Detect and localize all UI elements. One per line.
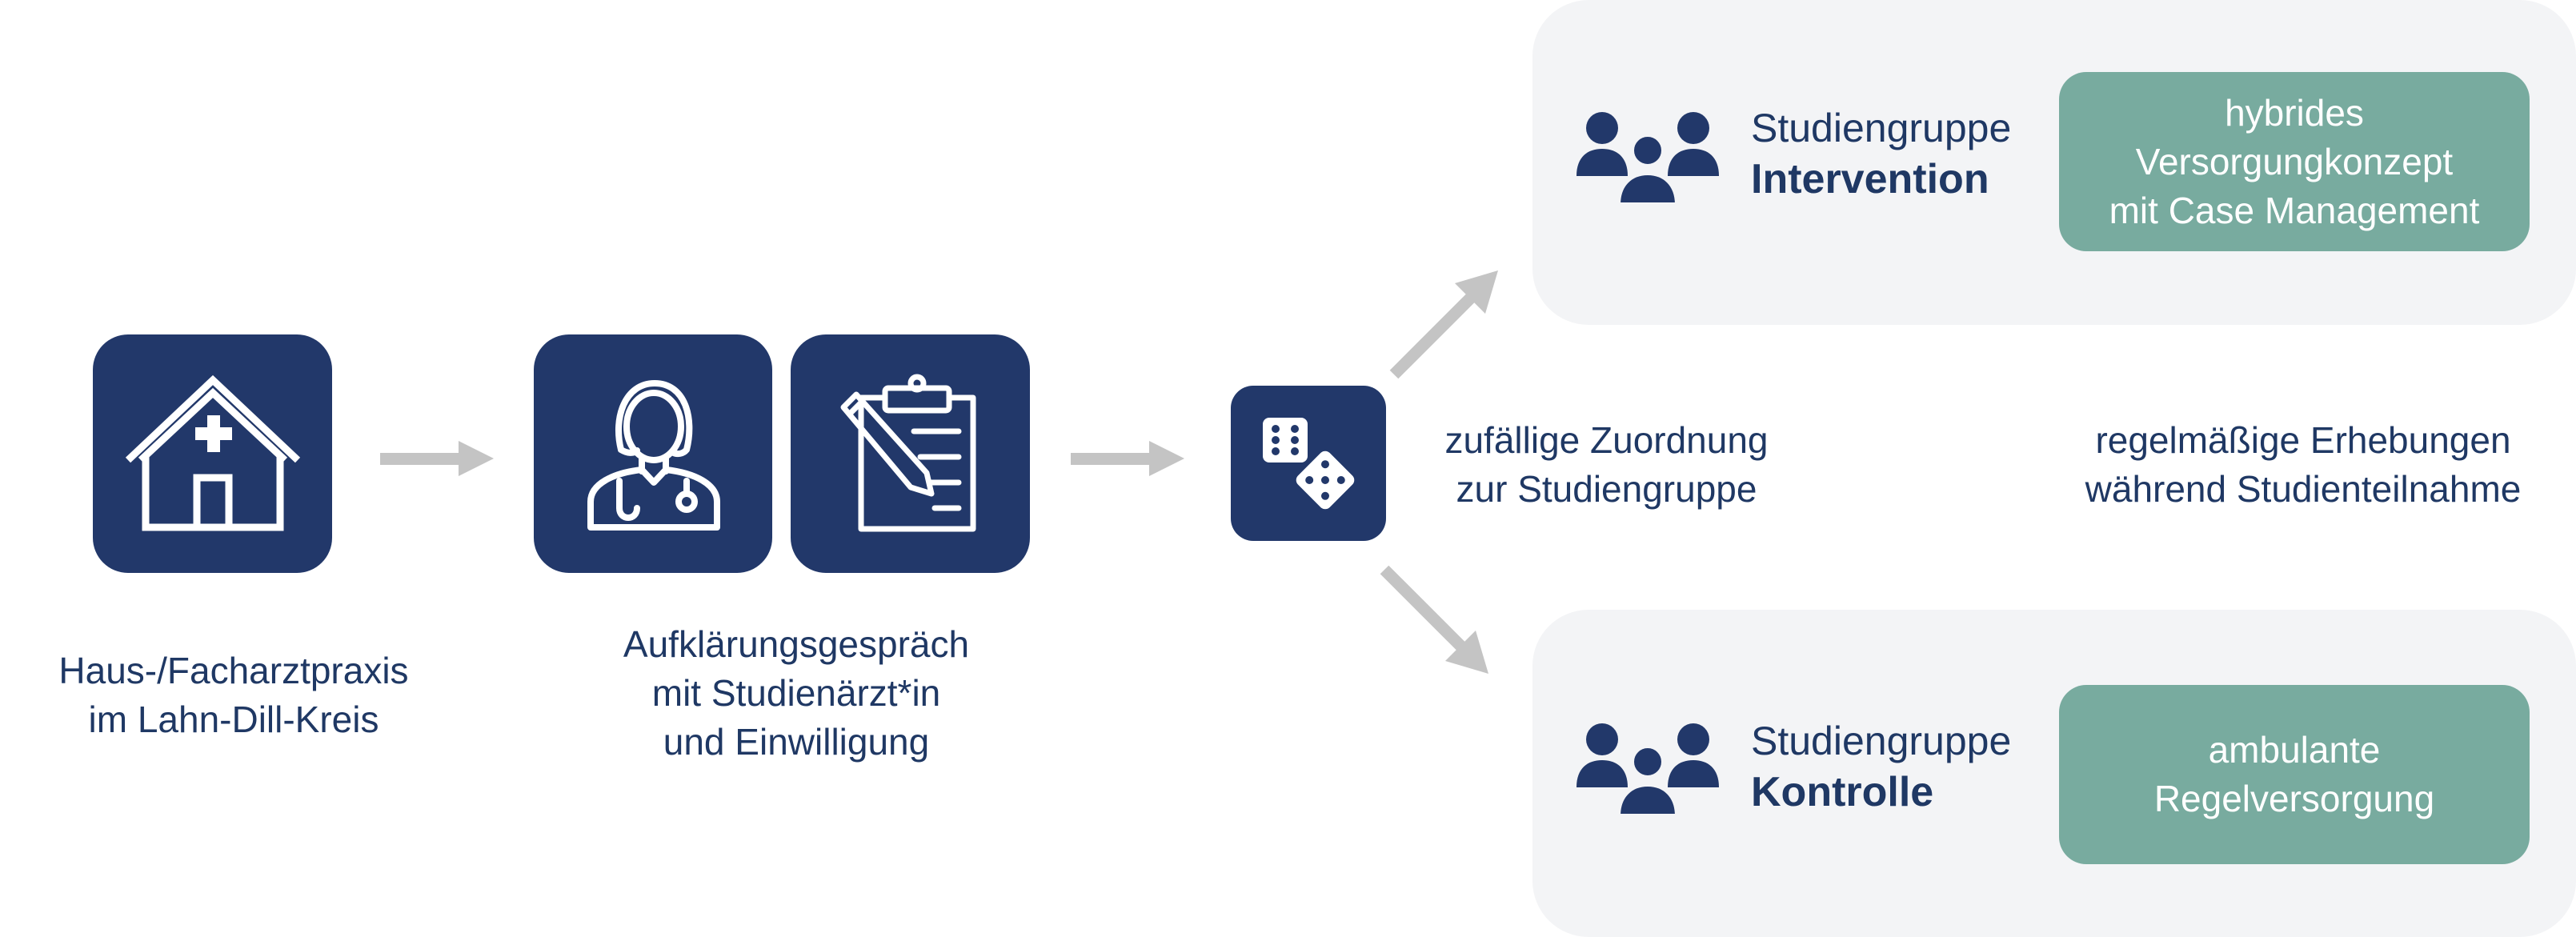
arrow-up-head [1455, 270, 1498, 314]
people-group-icon [1576, 723, 1719, 816]
arrow-up [1389, 290, 1479, 379]
arrow-down [1380, 565, 1469, 655]
control-care-line-2: Regelversorgung [2153, 778, 2435, 819]
randomization-caption-line-1: zufällige Zuordnung [1444, 419, 1769, 461]
doctor-icon [587, 380, 720, 531]
intervention-label: Studiengruppe [1751, 106, 2012, 150]
control-care-line-1: ambulante [2208, 729, 2381, 771]
survey-note: regelmäßige Erhebungen während Studiente… [2055, 416, 2551, 514]
randomization-caption-line-2: zur Studiengruppe [1456, 468, 1757, 510]
practice-caption-line-2: im Lahn-Dill-Kreis [88, 699, 379, 740]
arrow-down-head [1445, 631, 1488, 674]
intervention-care-pill: hybrides Versorgungkonzept mit Case Mana… [2059, 72, 2530, 251]
doctor-tile [534, 334, 772, 573]
control-name: Kontrolle [1751, 769, 1934, 815]
consultation-caption-line-2: mit Studienärzt*in [651, 672, 941, 714]
intervention-care-line-1: hybrides [2225, 91, 2364, 134]
dice-icon [1263, 418, 1355, 510]
intervention-care-line-2: Versorgungkonzept [2135, 140, 2454, 182]
randomization-caption: zufällige Zuordnung zur Studiengruppe [1408, 416, 1805, 514]
house-medical-icon [125, 374, 300, 531]
intervention-care-line-3: mit Case Management [2109, 189, 2480, 231]
survey-note-line-1: regelmäßige Erhebungen [2095, 419, 2511, 461]
clipboard-pen-icon [840, 374, 976, 532]
arrow-2-head [1149, 441, 1184, 476]
practice-caption-line-1: Haus-/Facharztpraxis [58, 650, 409, 691]
practice-caption: Haus-/Facharztpraxis im Lahn-Dill-Kreis [29, 647, 439, 744]
control-title: Studiengruppe Kontrolle [1751, 715, 2011, 818]
house-tile [93, 334, 332, 573]
arrow-1-head [459, 441, 494, 476]
survey-note-line-2: während Studienteilnahme [2085, 468, 2522, 510]
people-group-icon [1576, 112, 1719, 205]
intervention-title: Studiengruppe Intervention [1751, 102, 2011, 205]
control-label: Studiengruppe [1751, 719, 2012, 763]
consultation-caption-line-1: Aufklärungsgespräch [623, 623, 970, 665]
control-care-pill: ambulante Regelversorgung [2059, 685, 2530, 864]
intervention-name: Intervention [1751, 156, 1989, 202]
clipboard-tile [791, 334, 1030, 573]
arrow-2 [1071, 453, 1151, 465]
consultation-caption-line-3: und Einwilligung [663, 721, 930, 763]
arrow-1 [380, 453, 460, 465]
dice-tile [1231, 386, 1386, 541]
consultation-caption: Aufklärungsgespräch mit Studienärzt*in u… [584, 620, 1008, 767]
